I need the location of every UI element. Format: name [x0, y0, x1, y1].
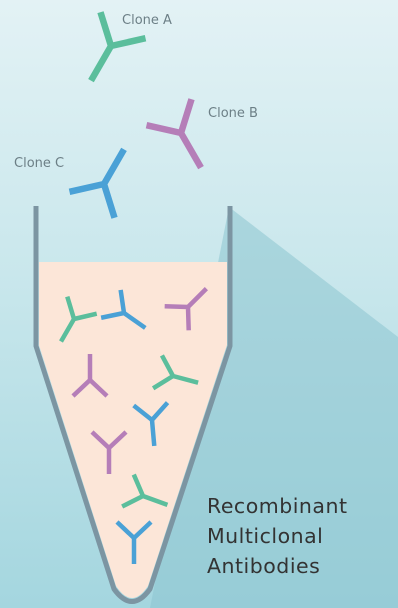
caption-line: Antibodies — [207, 551, 395, 581]
caption-line: Recombinant — [207, 491, 395, 521]
antibody-clone-c-icon — [69, 136, 146, 217]
diagram-caption: Recombinant Multiclonal Antibodies — [207, 491, 395, 581]
free-antibodies — [68, 12, 223, 218]
clone-c-label: Clone C — [14, 156, 64, 171]
clone-a-label: Clone A — [122, 13, 172, 28]
clone-b-label: Clone B — [208, 106, 258, 121]
caption-line: Multiclonal — [207, 521, 395, 551]
